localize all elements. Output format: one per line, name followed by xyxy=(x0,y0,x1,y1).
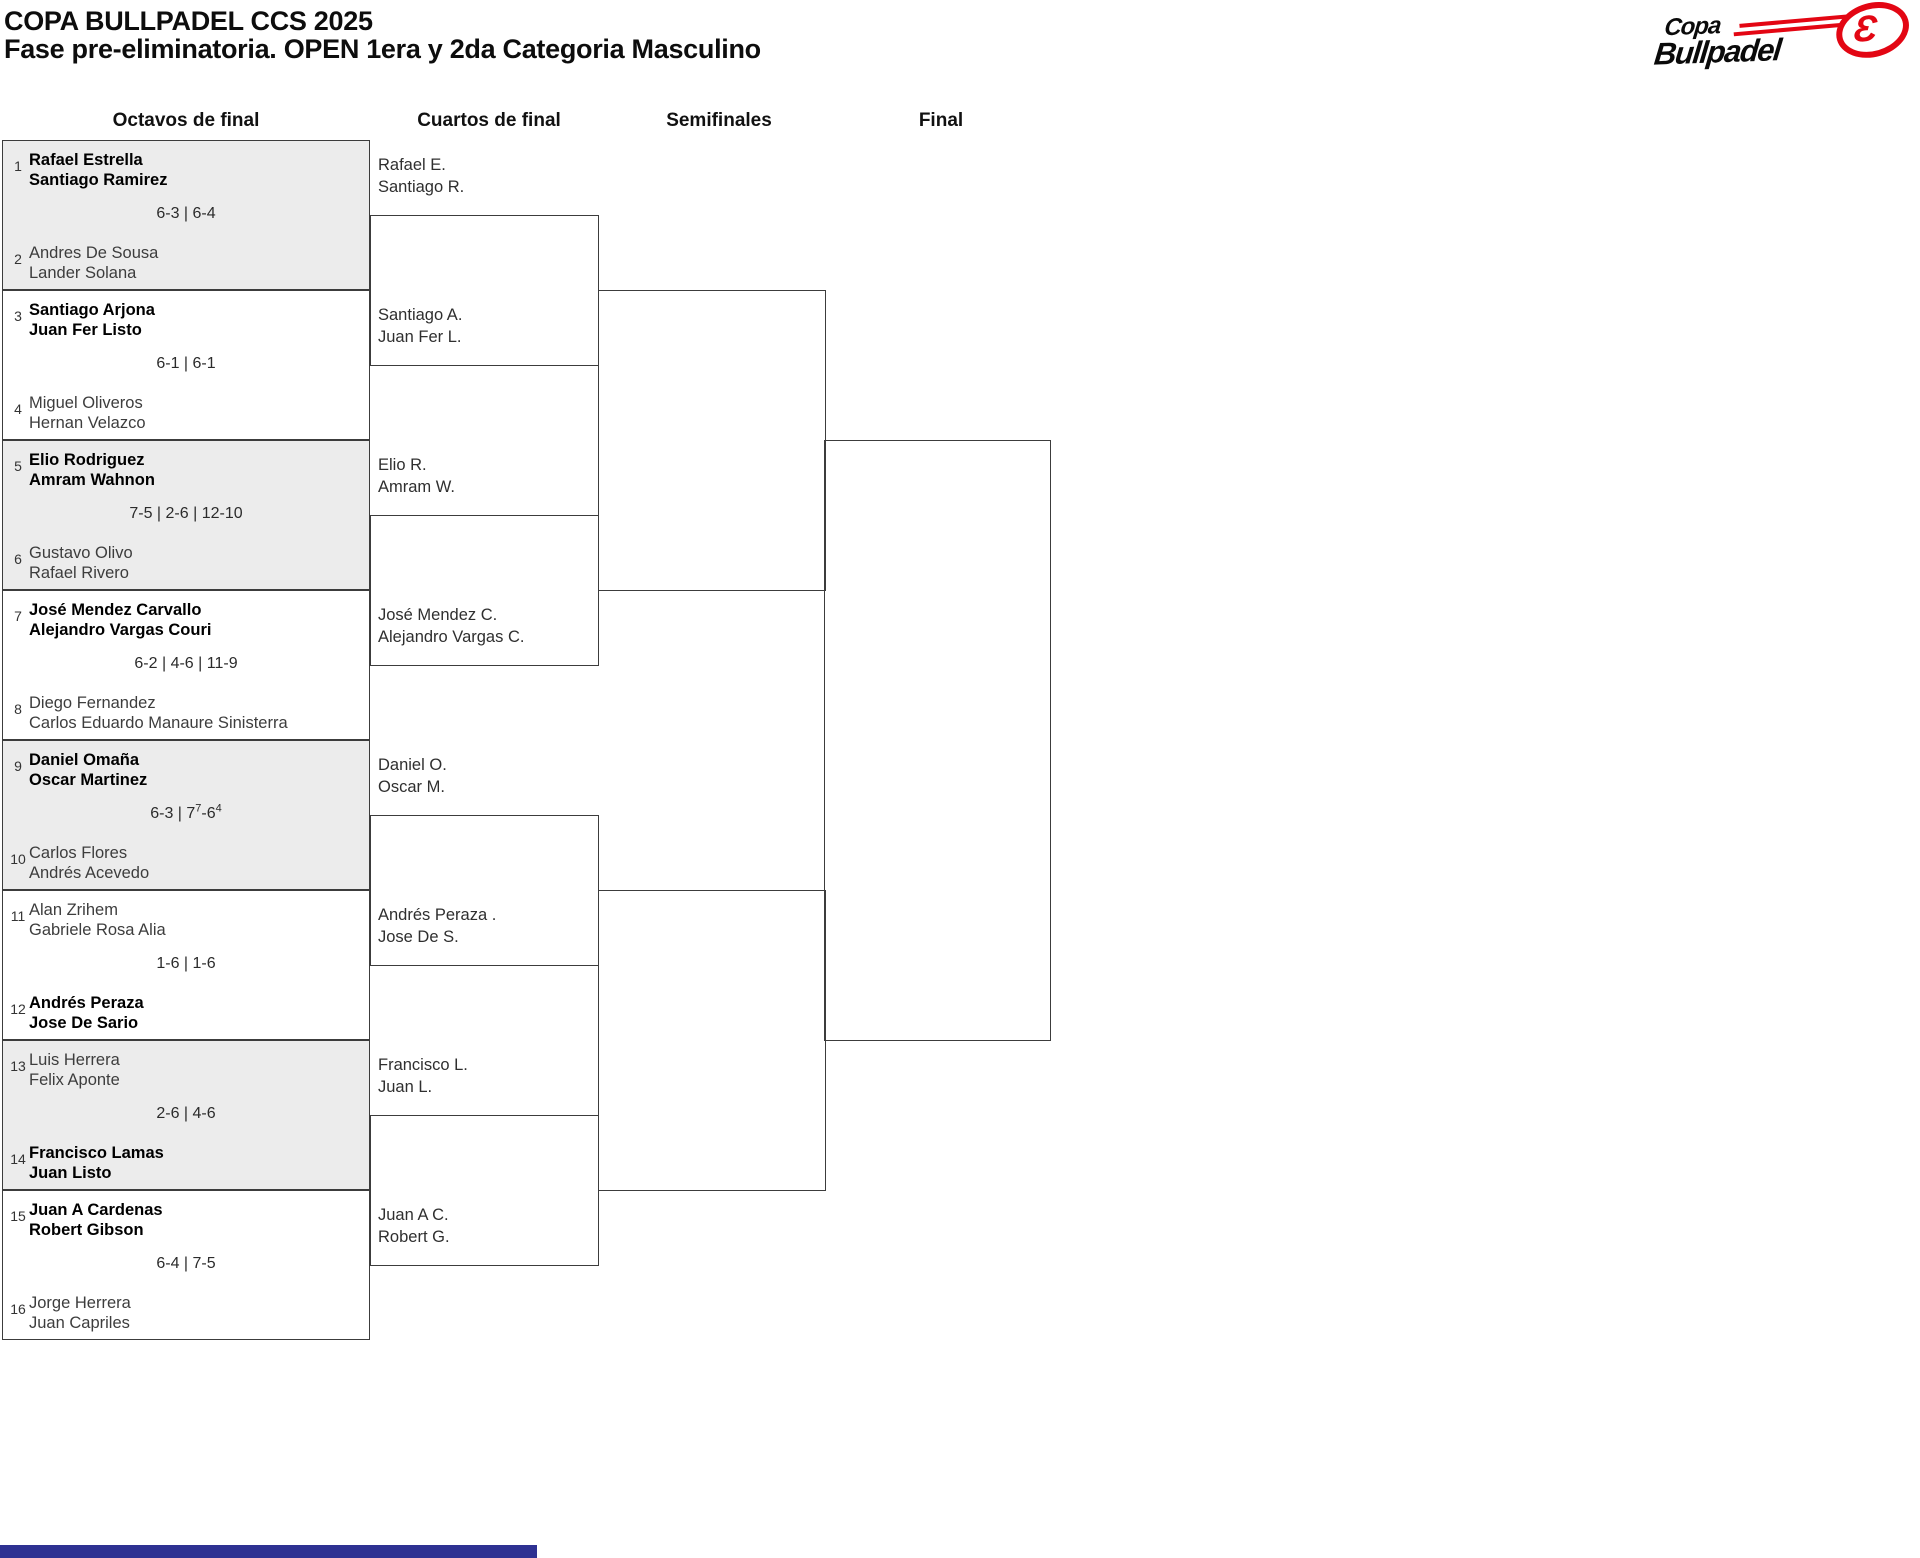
quarterfinal-entrant-label: Juan A C.Robert G. xyxy=(378,1206,450,1246)
seed-number: 3 xyxy=(14,308,22,324)
seed-number: 15 xyxy=(10,1208,26,1224)
connector-box-final xyxy=(824,440,1051,1041)
page-subtitle: Fase pre-eliminatoria. OPEN 1era y 2da C… xyxy=(4,34,761,64)
seed-number: 6 xyxy=(14,551,22,567)
quarterfinal-entrant-label: Andrés Peraza .Jose De S. xyxy=(378,906,497,946)
column-header-final: Final xyxy=(918,110,964,131)
seed-number: 2 xyxy=(14,251,22,267)
column-header-cuartos: Cuartos de final xyxy=(417,110,561,131)
quarterfinal-entrant-label: Daniel O.Oscar M. xyxy=(378,756,447,796)
page-title: COPA BULLPADEL CCS 2025 xyxy=(4,6,373,36)
connector-box-semifinal-2 xyxy=(597,890,826,1191)
seed-number: 14 xyxy=(10,1151,26,1167)
quarterfinal-entrant-label: Elio R.Amram W. xyxy=(378,456,455,496)
tournament-logo: Copa Bullpadel Ɛ xyxy=(1647,0,1920,85)
seed-number: 10 xyxy=(10,851,26,867)
seed-number: 16 xyxy=(10,1301,26,1317)
match-score: 6-3 | 6-4 xyxy=(156,205,216,222)
match-score: 1-6 | 1-6 xyxy=(156,955,216,972)
seed-number: 5 xyxy=(14,458,22,474)
quarterfinal-entrant-label: Santiago A.Juan Fer L. xyxy=(378,306,463,346)
seed-number: 13 xyxy=(10,1058,26,1074)
column-header-semifinales: Semifinales xyxy=(666,110,772,131)
seed-number: 4 xyxy=(14,401,22,417)
bottom-bar xyxy=(0,1545,537,1558)
match-score: 6-4 | 7-5 xyxy=(156,1255,216,1272)
match-score: 7-5 | 2-6 | 12-10 xyxy=(129,505,243,522)
match-score: 2-6 | 4-6 xyxy=(156,1105,216,1122)
column-header-octavos: Octavos de final xyxy=(112,110,260,131)
quarterfinal-entrant-label: Francisco L.Juan L. xyxy=(378,1056,468,1096)
seed-number: 1 xyxy=(14,158,22,174)
seed-number: 12 xyxy=(10,1001,26,1017)
connector-box-semifinal-1 xyxy=(597,290,826,591)
match-score: 6-1 | 6-1 xyxy=(156,355,216,372)
quarterfinal-entrant-label: Rafael E.Santiago R. xyxy=(378,156,465,196)
bull-horns-icon: Ɛ xyxy=(1852,7,1879,50)
match-score: 6-2 | 4-6 | 11-9 xyxy=(134,655,238,672)
seed-number: 9 xyxy=(14,758,22,774)
match-score: 6-3 | 77-64 xyxy=(150,802,222,822)
seed-number: 8 xyxy=(14,701,22,717)
logo-word-bullpadel: Bullpadel xyxy=(1652,32,1783,72)
quarterfinal-entrant-label: José Mendez C.Alejandro Vargas C. xyxy=(378,606,525,646)
seed-number: 11 xyxy=(10,908,26,924)
seed-number: 7 xyxy=(14,608,22,624)
